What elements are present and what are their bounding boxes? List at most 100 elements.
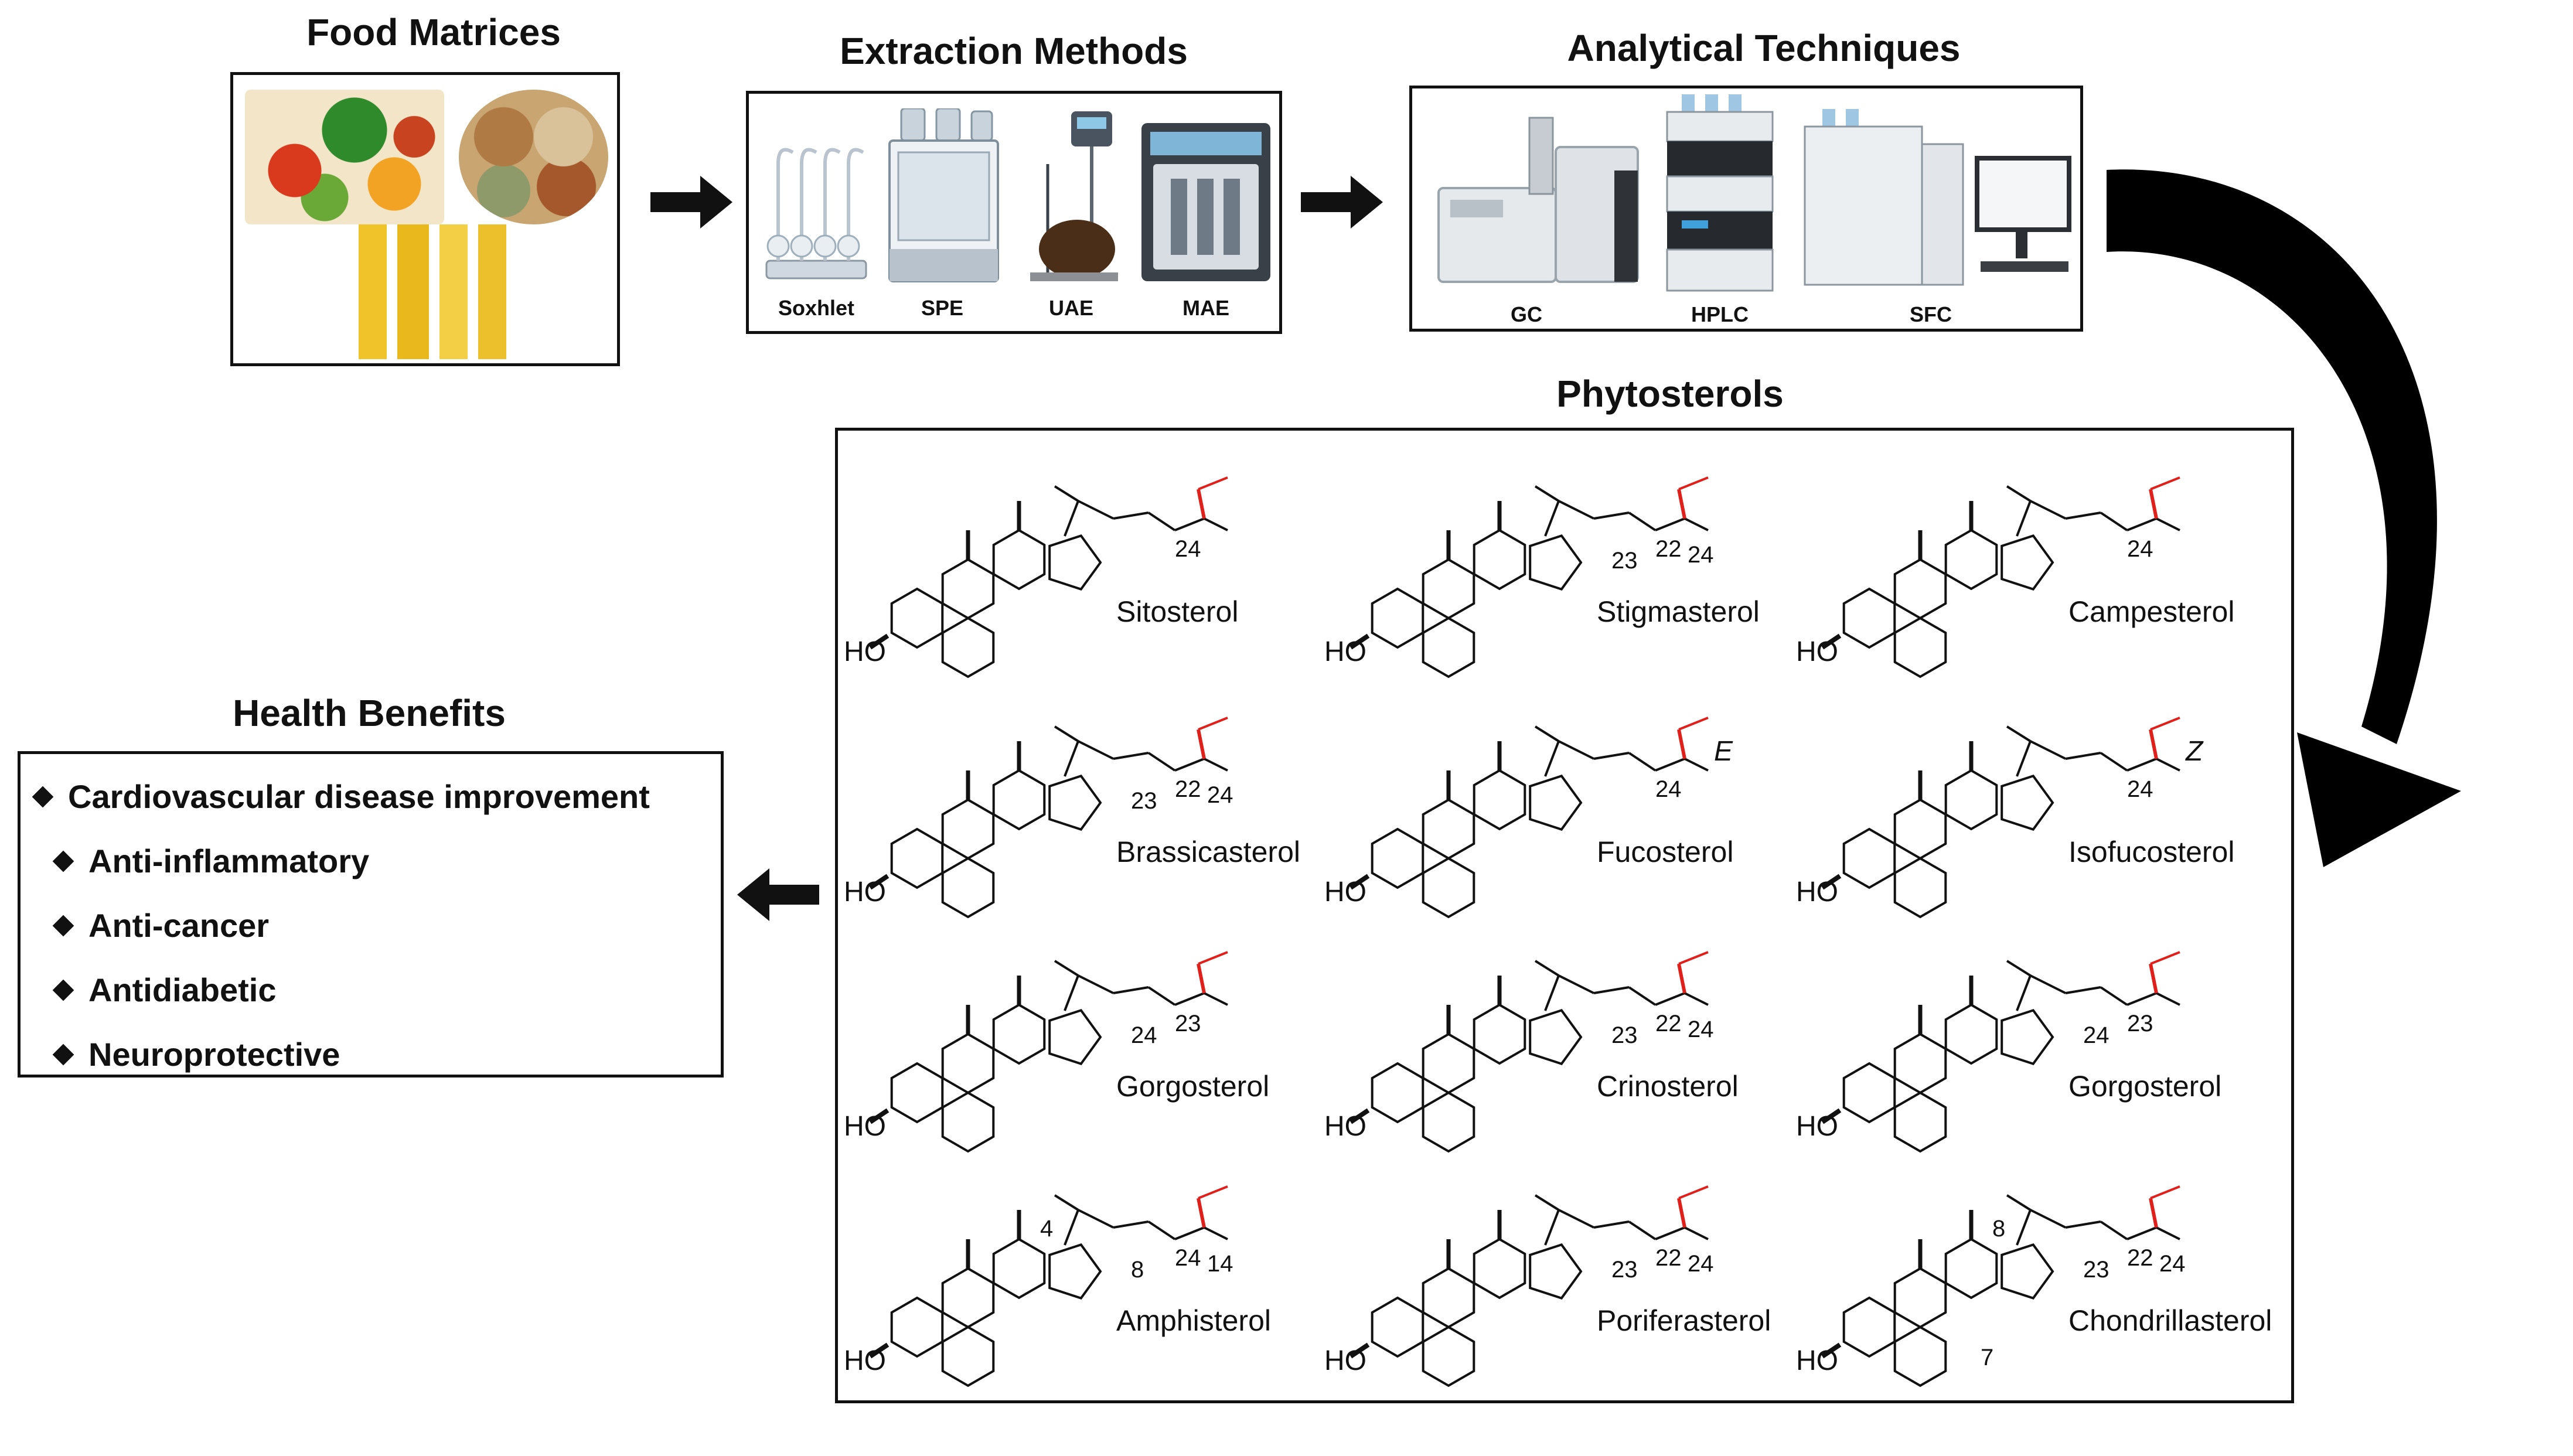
- bond: [1064, 500, 1079, 537]
- bond: [1174, 992, 1205, 1006]
- bond: [1147, 512, 1176, 531]
- gc-label: GC: [1511, 302, 1542, 326]
- bond: [1534, 1194, 1560, 1211]
- bond: [2030, 974, 2066, 994]
- bond: [2126, 992, 2157, 1006]
- analytical-techniques-box: GC HPLC SFC: [1409, 86, 2083, 332]
- bond: [1198, 951, 1228, 965]
- ring: [1944, 1237, 1998, 1300]
- hydroxyl-label: HO: [1796, 636, 1838, 667]
- bond: [2156, 992, 2180, 1006]
- bond: [1684, 758, 1709, 772]
- ring: [1371, 1296, 1424, 1358]
- bond: [1544, 500, 1560, 537]
- hydroxyl-label: HO: [1796, 1345, 1838, 1376]
- ring: [941, 857, 995, 919]
- hydroxyl-label: HO: [1324, 1345, 1366, 1376]
- ring: [1473, 528, 1526, 591]
- soxhlet-label: Soxhlet: [778, 296, 855, 320]
- ring: [1529, 1243, 1583, 1300]
- ring: [941, 616, 995, 678]
- phytosterols-title: Phytosterols: [1556, 373, 1784, 415]
- carbon-position-label: 24: [1131, 1022, 1157, 1048]
- bond: [2149, 963, 2158, 994]
- bond: [2156, 758, 2180, 772]
- hydroxyl-label: HO: [1324, 877, 1366, 908]
- extraction-methods-title: Extraction Methods: [840, 30, 1188, 72]
- ring: [890, 1296, 944, 1358]
- ring: [1529, 1008, 1583, 1066]
- ring: [1529, 534, 1583, 591]
- bond: [1684, 1226, 1709, 1240]
- benefit-item: Anti-cancer: [52, 906, 269, 944]
- carbon-position-label: 22: [1175, 776, 1201, 802]
- bond: [2126, 1226, 2157, 1240]
- carbon-position-label: 14: [1207, 1251, 1233, 1277]
- bond: [1558, 500, 1594, 520]
- nuts-seeds-image: [459, 90, 608, 224]
- sfc-label: SFC: [1910, 302, 1952, 326]
- bond: [2149, 489, 2158, 519]
- carbon-position-label: 23: [1611, 1022, 1638, 1048]
- bond: [2156, 1226, 2180, 1240]
- sterol-skeleton-drawing: [1821, 476, 2180, 678]
- bond: [1593, 1220, 1630, 1229]
- bond: [1174, 1226, 1205, 1240]
- ring: [1893, 1032, 1947, 1094]
- bond: [1204, 1226, 1228, 1240]
- sterol-skeleton-drawing: [1349, 951, 1709, 1153]
- ring: [1893, 1091, 1947, 1153]
- ring: [1048, 1243, 1102, 1300]
- ring: [1893, 558, 1947, 620]
- bond: [2006, 960, 2032, 977]
- ring: [1422, 1325, 1475, 1387]
- hydroxyl-label: HO: [844, 1345, 886, 1376]
- bond: [1684, 517, 1709, 531]
- sterol-skeleton-drawing: [1821, 1185, 2180, 1387]
- curved-arrow-to-phytosterols: [2107, 169, 2461, 867]
- ring: [1422, 558, 1475, 620]
- carbon-position-label: 24: [1655, 776, 1682, 802]
- mae-apparatus-image: [1141, 123, 1270, 281]
- bond: [1534, 960, 1560, 977]
- bond: [1197, 963, 1206, 994]
- bond: [2156, 517, 2180, 531]
- diamond-bullet-icon: [52, 915, 74, 936]
- ring: [992, 1003, 1046, 1065]
- bond: [1349, 874, 1370, 890]
- bond: [1678, 717, 1709, 731]
- phytosterol-name: Poriferasterol: [1597, 1304, 1771, 1337]
- bond: [1174, 517, 1205, 531]
- bond: [1677, 489, 1686, 519]
- bond: [2030, 740, 2066, 760]
- bond: [1197, 1198, 1206, 1228]
- carbon-position-label: 8: [1131, 1257, 1144, 1283]
- sfc-instrument-image: [1804, 109, 2071, 286]
- bond: [1678, 1185, 1709, 1199]
- ring: [890, 827, 944, 889]
- ring: [941, 1325, 995, 1387]
- bond: [1678, 476, 1709, 490]
- bond: [2100, 512, 2128, 531]
- arrow-food-to-extraction: [650, 176, 732, 229]
- benefit-item: Antidiabetic: [52, 971, 276, 1009]
- bond: [1558, 974, 1594, 994]
- bond: [1544, 975, 1560, 1011]
- food-matrices-box: [230, 72, 620, 366]
- ring: [1422, 1091, 1475, 1153]
- carbon-position-label: 22: [1655, 1245, 1682, 1271]
- ring: [1944, 528, 1998, 591]
- bond: [1628, 1220, 1657, 1240]
- ring: [2001, 1243, 2054, 1300]
- bond: [1677, 1198, 1686, 1228]
- extraction-methods-box: Soxhlet SPE UAE MAE: [746, 91, 1282, 334]
- health-benefits-box: Cardiovascular disease improvement Anti-…: [18, 751, 724, 1077]
- ring: [1371, 827, 1424, 889]
- carbon-position-label: 24: [2083, 1022, 2109, 1048]
- sterol-skeleton-drawing: [868, 951, 1228, 1153]
- health-benefits-title: Health Benefits: [233, 692, 506, 734]
- oil-bottles-image: [345, 224, 520, 359]
- bond: [868, 1342, 890, 1359]
